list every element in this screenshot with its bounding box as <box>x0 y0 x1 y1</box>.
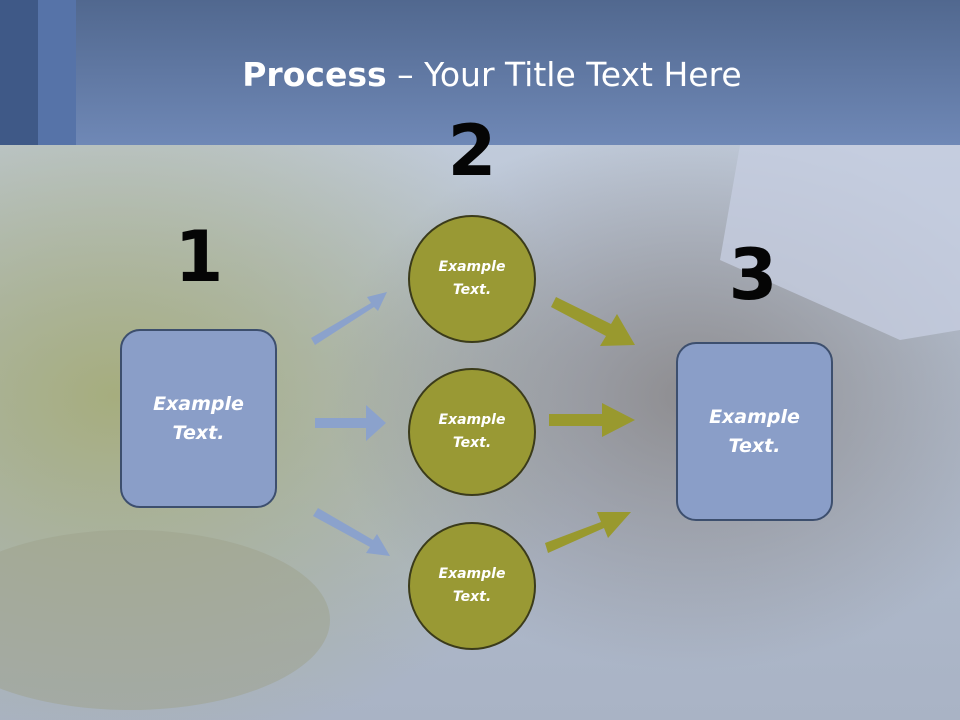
start-box-text: Example Text. <box>153 392 244 444</box>
start-box: Example Text. <box>120 329 277 508</box>
header-accent-strip <box>0 0 38 145</box>
title-rest: – Your Title Text Here <box>386 55 742 94</box>
title-bold: Process <box>242 55 387 94</box>
circle-2: Example Text. <box>408 368 536 496</box>
end-box: Example Text. <box>676 342 833 521</box>
step-number-3: 3 <box>728 234 778 316</box>
circle-2-text: Example Text. <box>438 412 506 451</box>
title-bar <box>0 0 960 145</box>
circle-1-text: Example Text. <box>438 259 506 298</box>
circle-3-text: Example Text. <box>438 566 506 605</box>
slide-title: Process – Your Title Text Here <box>0 55 960 94</box>
end-box-text: Example Text. <box>709 405 800 457</box>
circle-3: Example Text. <box>408 522 536 650</box>
step-number-2: 2 <box>447 110 497 192</box>
step-number-1: 1 <box>174 216 224 298</box>
circle-1: Example Text. <box>408 215 536 343</box>
header-accent-strip <box>38 0 76 145</box>
